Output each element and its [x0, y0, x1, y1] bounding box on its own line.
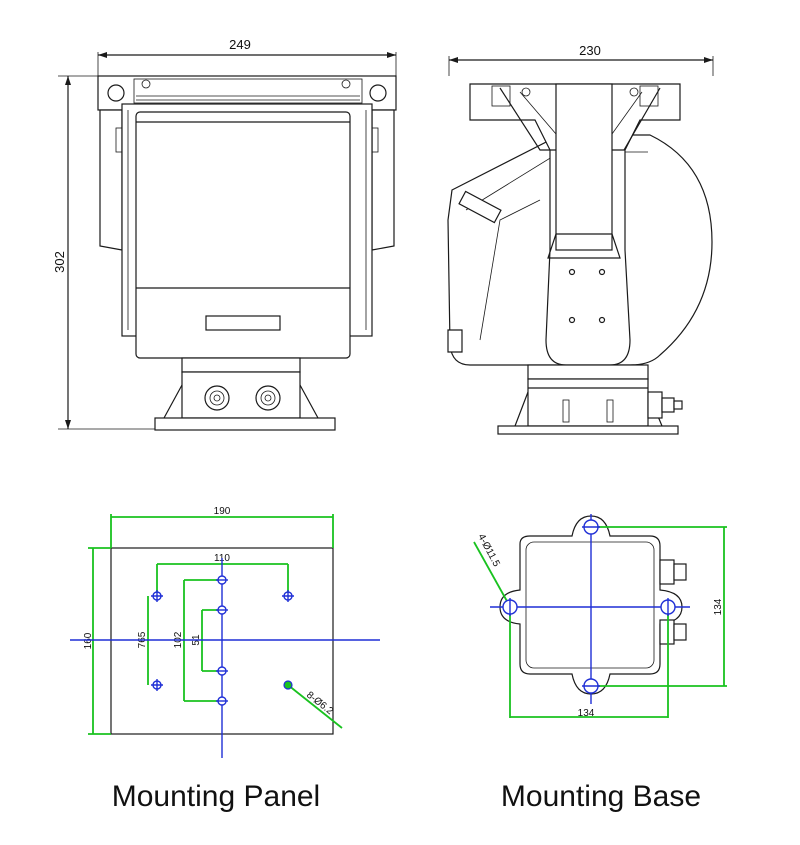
bolt-icon: [568, 316, 576, 324]
mounting-base: 134 134 4-Ø11.5 Mounting Base: [473, 514, 727, 813]
connector-icon: [647, 391, 683, 419]
mount-hole-icon: [283, 680, 293, 690]
cable-gland-icon: [255, 385, 281, 411]
panel-height-dimension: 160: [83, 547, 111, 735]
side-bracket: [555, 83, 613, 251]
side-width-label: 230: [579, 43, 601, 58]
side-base-plate: [497, 425, 679, 435]
cable-gland-icon: [204, 385, 230, 411]
panel-hole-label: 8-Ø6.2: [304, 690, 335, 718]
front-base-block: [181, 371, 301, 419]
mount-hole-icon: [216, 666, 228, 676]
mount-hole-icon: [582, 519, 600, 535]
screw-icon: [369, 84, 387, 102]
base-height-label: 134: [713, 598, 724, 615]
panel-height-label: 160: [83, 632, 94, 649]
side-view: 230: [447, 43, 714, 435]
base-width-label: 134: [578, 708, 595, 719]
mount-hole-icon: [502, 598, 518, 616]
mount-hole-icon: [660, 598, 676, 616]
base-hole-callout: 4-Ø11.5: [473, 532, 509, 604]
front-base-plate: [154, 417, 336, 431]
bolt-icon: [598, 316, 606, 324]
mount-hole-icon: [216, 696, 228, 706]
panel-width-label: 190: [214, 506, 231, 517]
front-height-label: 302: [52, 251, 67, 273]
mount-hole-icon: [216, 605, 228, 615]
panel-hole-callout: 8-Ø6.2: [287, 684, 343, 729]
front-width-dimension: 249: [97, 37, 397, 76]
connector-icon: [659, 619, 687, 645]
base-width-dimension: 134: [509, 610, 669, 719]
front-width-label: 249: [229, 37, 251, 52]
mounting-panel-caption: Mounting Panel: [112, 780, 320, 813]
mount-hole-icon: [216, 575, 228, 585]
connector-icon: [659, 559, 687, 585]
side-base-block: [527, 378, 649, 427]
base-height-dimension: 134: [598, 526, 727, 687]
front-view: 249 302: [52, 37, 397, 431]
bolt-icon: [598, 268, 606, 276]
bolt-icon: [568, 268, 576, 276]
front-height-dimension: 302: [52, 75, 155, 430]
mounting-panel: 190 160 110 765 102: [70, 506, 380, 813]
mount-hole-icon: [151, 679, 163, 691]
right-arm: [371, 109, 395, 251]
screw-icon: [107, 84, 125, 102]
mount-hole-icon: [151, 590, 163, 602]
mount-hole-icon: [282, 590, 294, 602]
mount-hole-icon: [582, 678, 600, 694]
label-plate: [205, 315, 281, 331]
mounting-base-caption: Mounting Base: [501, 780, 701, 813]
left-arm: [99, 109, 123, 251]
side-width-dimension: 230: [448, 43, 714, 76]
panel-width-dimension: 190: [110, 506, 334, 548]
